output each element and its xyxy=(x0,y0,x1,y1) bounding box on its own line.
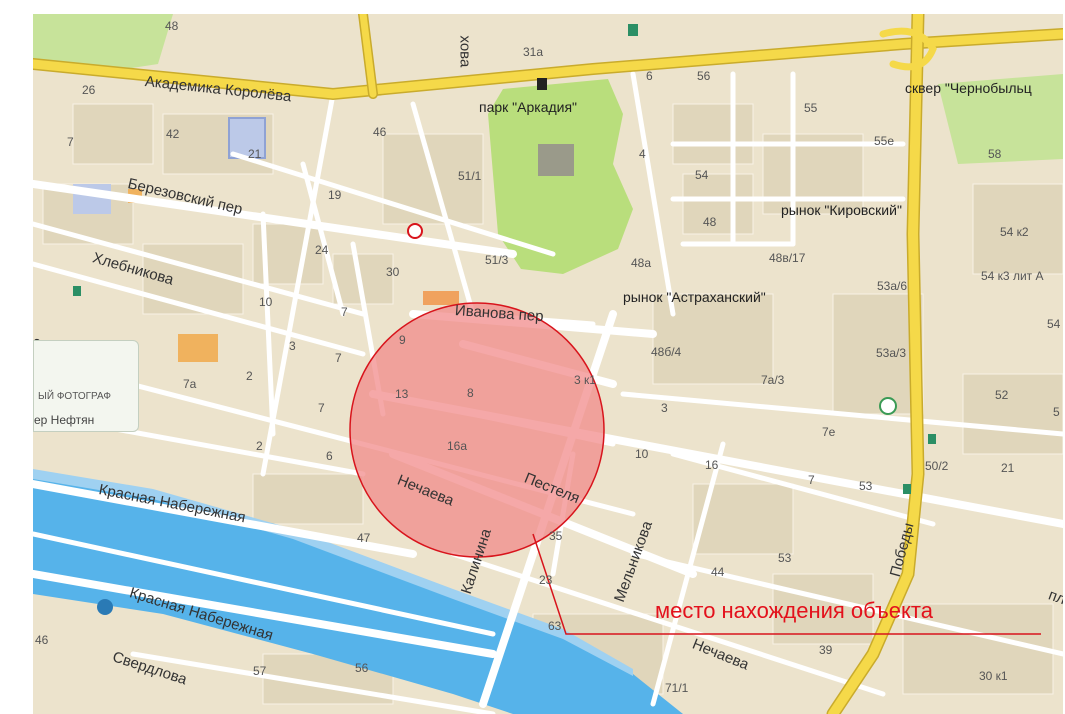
house-number: 53 xyxy=(778,551,792,565)
house-number: 7а/3 xyxy=(761,373,785,387)
house-number: 16 xyxy=(705,458,719,472)
house-number: 16а xyxy=(447,439,468,453)
block-orange-2 xyxy=(178,334,218,362)
block-blue-21 xyxy=(228,117,266,159)
bus-stop-icon-2 xyxy=(928,434,936,444)
house-number: 9 xyxy=(399,333,406,347)
house-number: 5 xyxy=(1053,405,1060,419)
house-number: 7 xyxy=(318,401,325,415)
house-number: 54 xyxy=(1047,317,1061,331)
house-number: 48а xyxy=(631,256,652,270)
house-number: 54 к2 xyxy=(1000,225,1029,239)
house-number: 7 xyxy=(67,135,74,149)
house-number: 7 xyxy=(341,305,348,319)
house-number: 58 xyxy=(988,147,1002,161)
house-number: 10 xyxy=(259,295,273,309)
house-number: 54 xyxy=(695,168,709,182)
river xyxy=(33,474,683,714)
school-icon xyxy=(97,599,113,615)
house-number: 46 xyxy=(35,633,49,647)
bus-stop-icon-4 xyxy=(628,24,638,36)
house-number: 31а xyxy=(523,45,544,59)
house-number: 52 xyxy=(995,388,1009,402)
minor-roads xyxy=(33,71,1063,714)
house-number: 53 xyxy=(859,479,873,493)
object-highlight-circle xyxy=(349,302,605,558)
house-number: 39 xyxy=(819,643,833,657)
house-number: 10 xyxy=(635,447,649,461)
house-number: 51/3 xyxy=(485,253,509,267)
house-number: 46 xyxy=(373,125,387,139)
poi-park-arkadia: парк "Аркадия" xyxy=(479,99,578,115)
house-number: 51/1 xyxy=(458,169,482,183)
house-number: 54 к3 лит А xyxy=(981,269,1044,283)
poi-skver: сквер "Чернобыльц xyxy=(905,80,1032,96)
house-number: 26 xyxy=(82,83,96,97)
house-number: 63 xyxy=(548,619,562,633)
bus-stop-icon-1 xyxy=(73,286,81,296)
object-location-callout: место нахождения объекта xyxy=(655,598,933,623)
per-neftyan-label: ер Нефтян xyxy=(34,413,95,427)
house-number: 42 xyxy=(166,127,180,141)
house-number: 2 xyxy=(256,439,263,453)
house-number: 7а xyxy=(183,377,197,391)
major-roads xyxy=(33,14,1063,714)
house-number: 71/1 xyxy=(665,681,689,695)
house-number: 23 xyxy=(539,573,553,587)
callout-leader-line xyxy=(532,533,1041,635)
house-number: 50/2 xyxy=(925,459,949,473)
house-number: 47 xyxy=(357,531,371,545)
map-view[interactable]: Академика Королёва Березовский пер Хлебн… xyxy=(33,14,1063,714)
house-number: 48в/17 xyxy=(769,251,806,265)
park-top-left xyxy=(33,14,173,74)
house-number: 6 xyxy=(646,69,653,83)
house-number: 24 xyxy=(315,243,329,257)
house-number: 21 xyxy=(248,147,262,161)
theater-icon xyxy=(537,78,547,90)
street-label-partial-top: хова xyxy=(456,35,474,68)
house-number: 21 xyxy=(1001,461,1015,475)
bus-stop-icon-3 xyxy=(903,484,911,494)
house-number: 53а/6 xyxy=(877,279,908,293)
house-number: 7е xyxy=(822,425,836,439)
house-number: 35 xyxy=(549,529,563,543)
house-number: 48б/4 xyxy=(651,345,682,359)
poi-rynok-kirovsky: рынок "Кировский" xyxy=(781,202,902,218)
house-number: 55е xyxy=(874,134,895,148)
house-number: 3 xyxy=(661,401,668,415)
house-number: 30 xyxy=(386,265,400,279)
house-number: 4 xyxy=(639,147,646,161)
house-number: 55 xyxy=(804,101,818,115)
house-number: 57 xyxy=(253,664,267,678)
park-monument xyxy=(538,144,574,176)
park-skver xyxy=(938,74,1063,164)
poi-rynok-astrakhansky: рынок "Астраханский" xyxy=(623,289,766,305)
house-number: 13 xyxy=(395,387,409,401)
house-number: 30 к1 xyxy=(979,669,1008,683)
park-arkadia-area xyxy=(488,79,633,274)
house-number: 48 xyxy=(165,19,179,33)
house-number: 3 к1 xyxy=(574,373,596,387)
house-number: 7 xyxy=(808,473,815,487)
shop-icon xyxy=(879,397,897,415)
house-number: 56 xyxy=(355,661,369,675)
block-orange-3 xyxy=(423,291,459,305)
house-number: 53а/3 xyxy=(876,346,907,360)
house-number: 8 xyxy=(467,386,474,400)
house-number: 48 xyxy=(703,215,717,229)
photo-studio-card[interactable]: ЫЙ ФОТОГРАФ ер Нефтян xyxy=(33,340,139,432)
house-number: 56 xyxy=(697,69,711,83)
house-number: 2 xyxy=(246,369,253,383)
house-number: 19 xyxy=(328,188,342,202)
house-number: 6 xyxy=(326,449,333,463)
house-number: 3 xyxy=(289,339,296,353)
house-number: 44 xyxy=(711,565,725,579)
photo-studio-label: ЫЙ ФОТОГРАФ xyxy=(38,391,111,402)
house-number: 7 xyxy=(335,351,342,365)
map-canvas[interactable] xyxy=(33,14,1063,714)
hospital-icon xyxy=(407,223,423,239)
